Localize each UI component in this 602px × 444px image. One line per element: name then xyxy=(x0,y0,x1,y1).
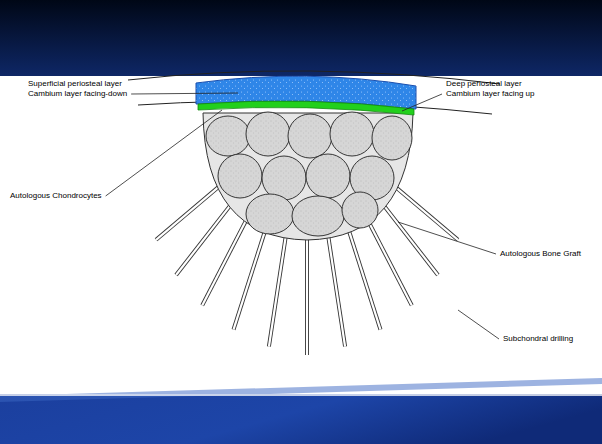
bone-graft-bed xyxy=(203,113,413,240)
bone-chip xyxy=(246,194,294,234)
callout-label: Superficial periosteal layer xyxy=(28,79,122,89)
drill-hole xyxy=(364,212,412,305)
leader-line xyxy=(398,222,496,254)
drill-hole xyxy=(305,230,309,355)
callout-label: Autologous Bone Graft xyxy=(500,249,581,259)
deep-periosteal-layer xyxy=(198,101,414,115)
leader-line xyxy=(458,310,499,339)
callout-label: Cambium layer facing up xyxy=(446,89,534,99)
drill-holes xyxy=(156,184,458,355)
bone-chip xyxy=(218,154,262,198)
bottom-band xyxy=(0,394,602,444)
drill-hole xyxy=(234,222,268,330)
leader-line xyxy=(106,110,222,196)
drill-hole xyxy=(156,184,222,240)
bone-chip xyxy=(342,192,378,228)
bone-chip xyxy=(330,112,374,156)
drill-hole xyxy=(364,212,412,305)
bone-chip xyxy=(262,156,306,200)
band-streak xyxy=(0,378,602,402)
drill-hole xyxy=(202,212,250,305)
drill-hole xyxy=(391,184,457,240)
leader-line xyxy=(131,93,238,94)
callout-label: Subchondral drilling xyxy=(503,334,573,344)
callout-label: Cambium layer facing-down xyxy=(28,89,127,99)
callout-label: Autologous Chondrocytes xyxy=(10,191,102,201)
bone-chip xyxy=(288,114,332,158)
drill-hole xyxy=(327,228,345,347)
bone-chip xyxy=(246,112,290,156)
drill-hole xyxy=(306,230,308,355)
bone-graft-pieces xyxy=(206,112,412,236)
bone-chip xyxy=(292,196,344,236)
drill-hole xyxy=(391,184,457,240)
drill-hole xyxy=(269,228,287,347)
surface-line xyxy=(138,101,492,114)
drill-hole xyxy=(234,222,268,330)
drill-hole xyxy=(379,199,438,275)
drill-hole xyxy=(176,199,235,275)
bone-chip xyxy=(306,154,350,198)
drill-hole xyxy=(202,212,250,305)
leader-line xyxy=(402,94,442,111)
callout-label: Deep periosteal layer xyxy=(446,79,522,89)
band-edge xyxy=(0,394,602,396)
drill-hole xyxy=(156,184,222,240)
drill-hole xyxy=(327,228,345,347)
bone-chip xyxy=(206,116,250,156)
drill-hole xyxy=(379,199,438,275)
drill-hole xyxy=(176,199,235,275)
top-band xyxy=(0,0,602,76)
drill-hole xyxy=(269,228,287,347)
bone-chip xyxy=(372,116,412,160)
